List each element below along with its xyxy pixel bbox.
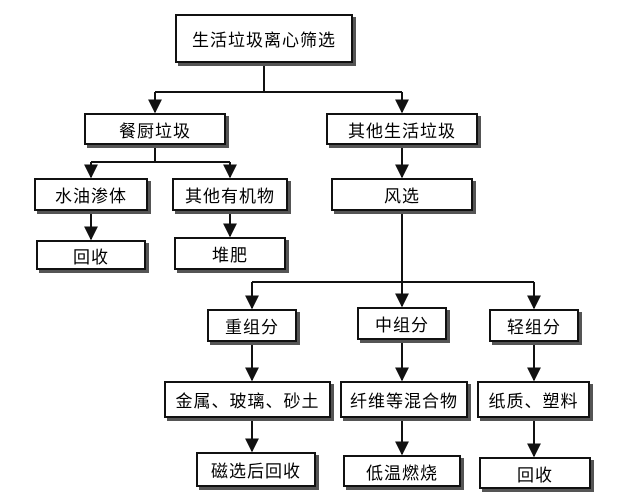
node-other-organic: 其他有机物 <box>172 178 288 211</box>
node-magnetic-recycle: 磁选后回收 <box>196 452 316 487</box>
node-medium-fraction: 中组分 <box>357 307 447 340</box>
node-metals-glass-sand: 金属、玻璃、砂土 <box>164 381 331 418</box>
node-recycle-paper-plastic: 回收 <box>479 457 591 489</box>
node-low-temp-combustion: 低温燃烧 <box>343 455 461 487</box>
node-other-domestic-waste: 其他生活垃圾 <box>326 113 478 145</box>
node-water-oil: 水油渗体 <box>34 178 148 211</box>
node-root: 生活垃圾离心筛选 <box>175 14 353 63</box>
node-fiber-mixture: 纤维等混合物 <box>340 381 468 418</box>
node-light-fraction: 轻组分 <box>489 309 579 342</box>
node-paper-plastic: 纸质、塑料 <box>477 381 590 418</box>
node-heavy-fraction: 重组分 <box>207 309 297 342</box>
node-wind-sorting: 风选 <box>331 178 473 211</box>
node-kitchen-waste: 餐厨垃圾 <box>84 113 226 145</box>
node-recycle-water-oil: 回收 <box>36 240 146 270</box>
node-compost: 堆肥 <box>174 237 286 270</box>
